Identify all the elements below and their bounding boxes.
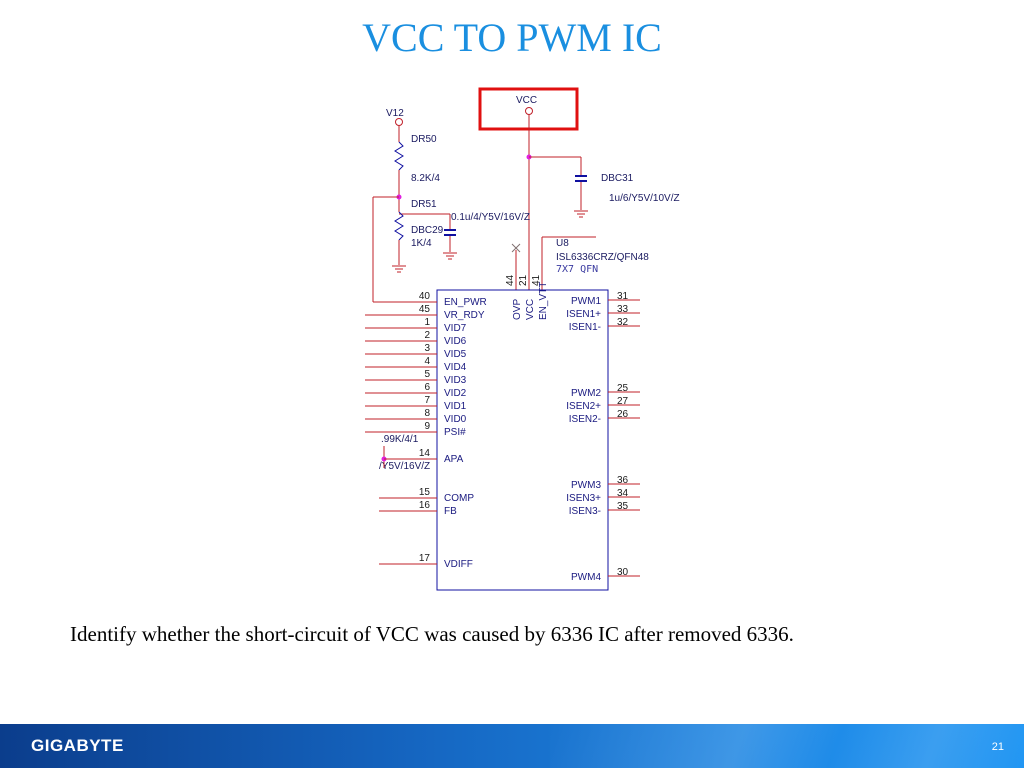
pin-name-vid6: VID6 xyxy=(444,336,467,347)
dbc29-value: 0.1u/4/Y5V/16V/Z xyxy=(451,212,530,223)
slide-body-text: Identify whether the short-circuit of VC… xyxy=(70,622,794,646)
dbc31-value: 1u/6/Y5V/10V/Z xyxy=(609,193,680,204)
pin-name-vid3: VID3 xyxy=(444,375,467,386)
pin-name-isen1-: ISEN1+ xyxy=(566,309,601,320)
pin-name-vr-rdy: VR_RDY xyxy=(444,310,485,321)
pin-number-40: 40 xyxy=(419,291,431,302)
vcc-terminal xyxy=(525,107,533,115)
partial-capacitor-label: /Y5V/16V/Z xyxy=(379,461,430,472)
u8-package: 7X7 QFN xyxy=(556,264,598,275)
pin-number-3: 3 xyxy=(424,343,430,354)
pin-name-vid1: VID1 xyxy=(444,401,467,412)
pin-name-vcc: VCC xyxy=(525,299,536,320)
pin-number-26: 26 xyxy=(617,409,629,420)
pin-number-34: 34 xyxy=(617,488,629,499)
dr51-value: 1K/4 xyxy=(411,238,432,249)
page-number: 21 xyxy=(991,741,1004,753)
u8-ref: U8 xyxy=(556,238,569,249)
pin-number-32: 32 xyxy=(617,317,629,328)
dbc31-ref: DBC31 xyxy=(601,173,634,184)
pin-name-pwm1: PWM1 xyxy=(571,296,601,307)
dr50-value: 8.2K/4 xyxy=(411,173,440,184)
ground-icon xyxy=(574,210,588,218)
pin-name-en-pwr: EN_PWR xyxy=(444,297,487,308)
pin-name-psi-: PSI# xyxy=(444,427,466,438)
slide-title: VCC TO PWM IC xyxy=(362,15,662,60)
footer-band xyxy=(0,724,1024,768)
dbc29-ref: DBC29 xyxy=(411,225,444,236)
pin-name-vid0: VID0 xyxy=(444,414,467,425)
pin-number-4: 4 xyxy=(424,356,430,367)
pin-name-vid5: VID5 xyxy=(444,349,467,360)
pin-number-5: 5 xyxy=(424,369,430,380)
pin-name-pwm3: PWM3 xyxy=(571,480,601,491)
v12-terminal xyxy=(395,118,403,126)
v12-net-label: V12 xyxy=(386,108,404,119)
pin-name-isen2-: ISEN2+ xyxy=(566,401,601,412)
pin-number-14: 14 xyxy=(419,448,431,459)
pin-name-vid7: VID7 xyxy=(444,323,467,334)
pin-number-2: 2 xyxy=(424,330,430,341)
ic-u8-body xyxy=(436,289,609,591)
pin-number-16: 16 xyxy=(419,500,431,511)
pin-number-27: 27 xyxy=(617,396,629,407)
slide-footer: GIGABYTE 21 xyxy=(0,724,1024,768)
pin-name-pwm2: PWM2 xyxy=(571,388,601,399)
pin-name-isen3-: ISEN3- xyxy=(569,506,601,517)
pin-number-9: 9 xyxy=(424,421,430,432)
pin-name-isen1-: ISEN1- xyxy=(569,322,601,333)
pin-number-8: 8 xyxy=(424,408,430,419)
pin-number-36: 36 xyxy=(617,475,629,486)
pin-name-ovp: OVP xyxy=(512,299,523,320)
pin-name-comp: COMP xyxy=(444,493,474,504)
pin-number-33: 33 xyxy=(617,304,629,315)
pin-number-7: 7 xyxy=(424,395,430,406)
pin-number-6: 6 xyxy=(424,382,430,393)
dr51-resistor-icon xyxy=(394,211,404,241)
gigabyte-logo: GIGABYTE xyxy=(31,736,124,755)
pin-number-17: 17 xyxy=(419,553,431,564)
pin-number-35: 35 xyxy=(617,501,629,512)
pin-number-30: 30 xyxy=(617,567,629,578)
pin-number-1: 1 xyxy=(424,317,430,328)
schematic-diagram: VCC DBC31 1u/6/Y5V/10V/Z V12 DR50 8.2K/4… xyxy=(365,87,680,591)
pin-number-41: 41 xyxy=(531,274,542,286)
pin-name-vdiff: VDIFF xyxy=(444,559,473,570)
dr50-resistor-icon xyxy=(394,141,404,171)
pin-name-apa: APA xyxy=(444,454,464,465)
dr50-ref: DR50 xyxy=(411,134,437,145)
pin-number-21: 21 xyxy=(518,274,529,286)
no-connect-icon xyxy=(511,243,521,253)
pin-name-isen3-: ISEN3+ xyxy=(566,493,601,504)
pin-name-en-vtt: EN_VTT xyxy=(538,282,549,320)
vcc-net-label: VCC xyxy=(516,95,537,106)
ic-right-pins: 31PWM133ISEN1+32ISEN1-25PWM227ISEN2+26IS… xyxy=(566,291,640,583)
pin-name-pwm4: PWM4 xyxy=(571,572,601,583)
pin-number-44: 44 xyxy=(505,274,516,286)
u8-part: ISL6336CRZ/QFN48 xyxy=(556,252,649,263)
pin-name-isen2-: ISEN2- xyxy=(569,414,601,425)
partial-resistor-label: .99K/4/1 xyxy=(381,434,419,445)
pin-number-45: 45 xyxy=(419,304,431,315)
pin-name-vid4: VID4 xyxy=(444,362,467,373)
ground-icon xyxy=(392,265,406,273)
pin-number-15: 15 xyxy=(419,487,431,498)
ground-icon xyxy=(443,252,457,260)
pin-name-vid2: VID2 xyxy=(444,388,467,399)
pin-name-fb: FB xyxy=(444,506,457,517)
pin-number-25: 25 xyxy=(617,383,629,394)
dr51-ref: DR51 xyxy=(411,199,437,210)
pin-number-31: 31 xyxy=(617,291,629,302)
